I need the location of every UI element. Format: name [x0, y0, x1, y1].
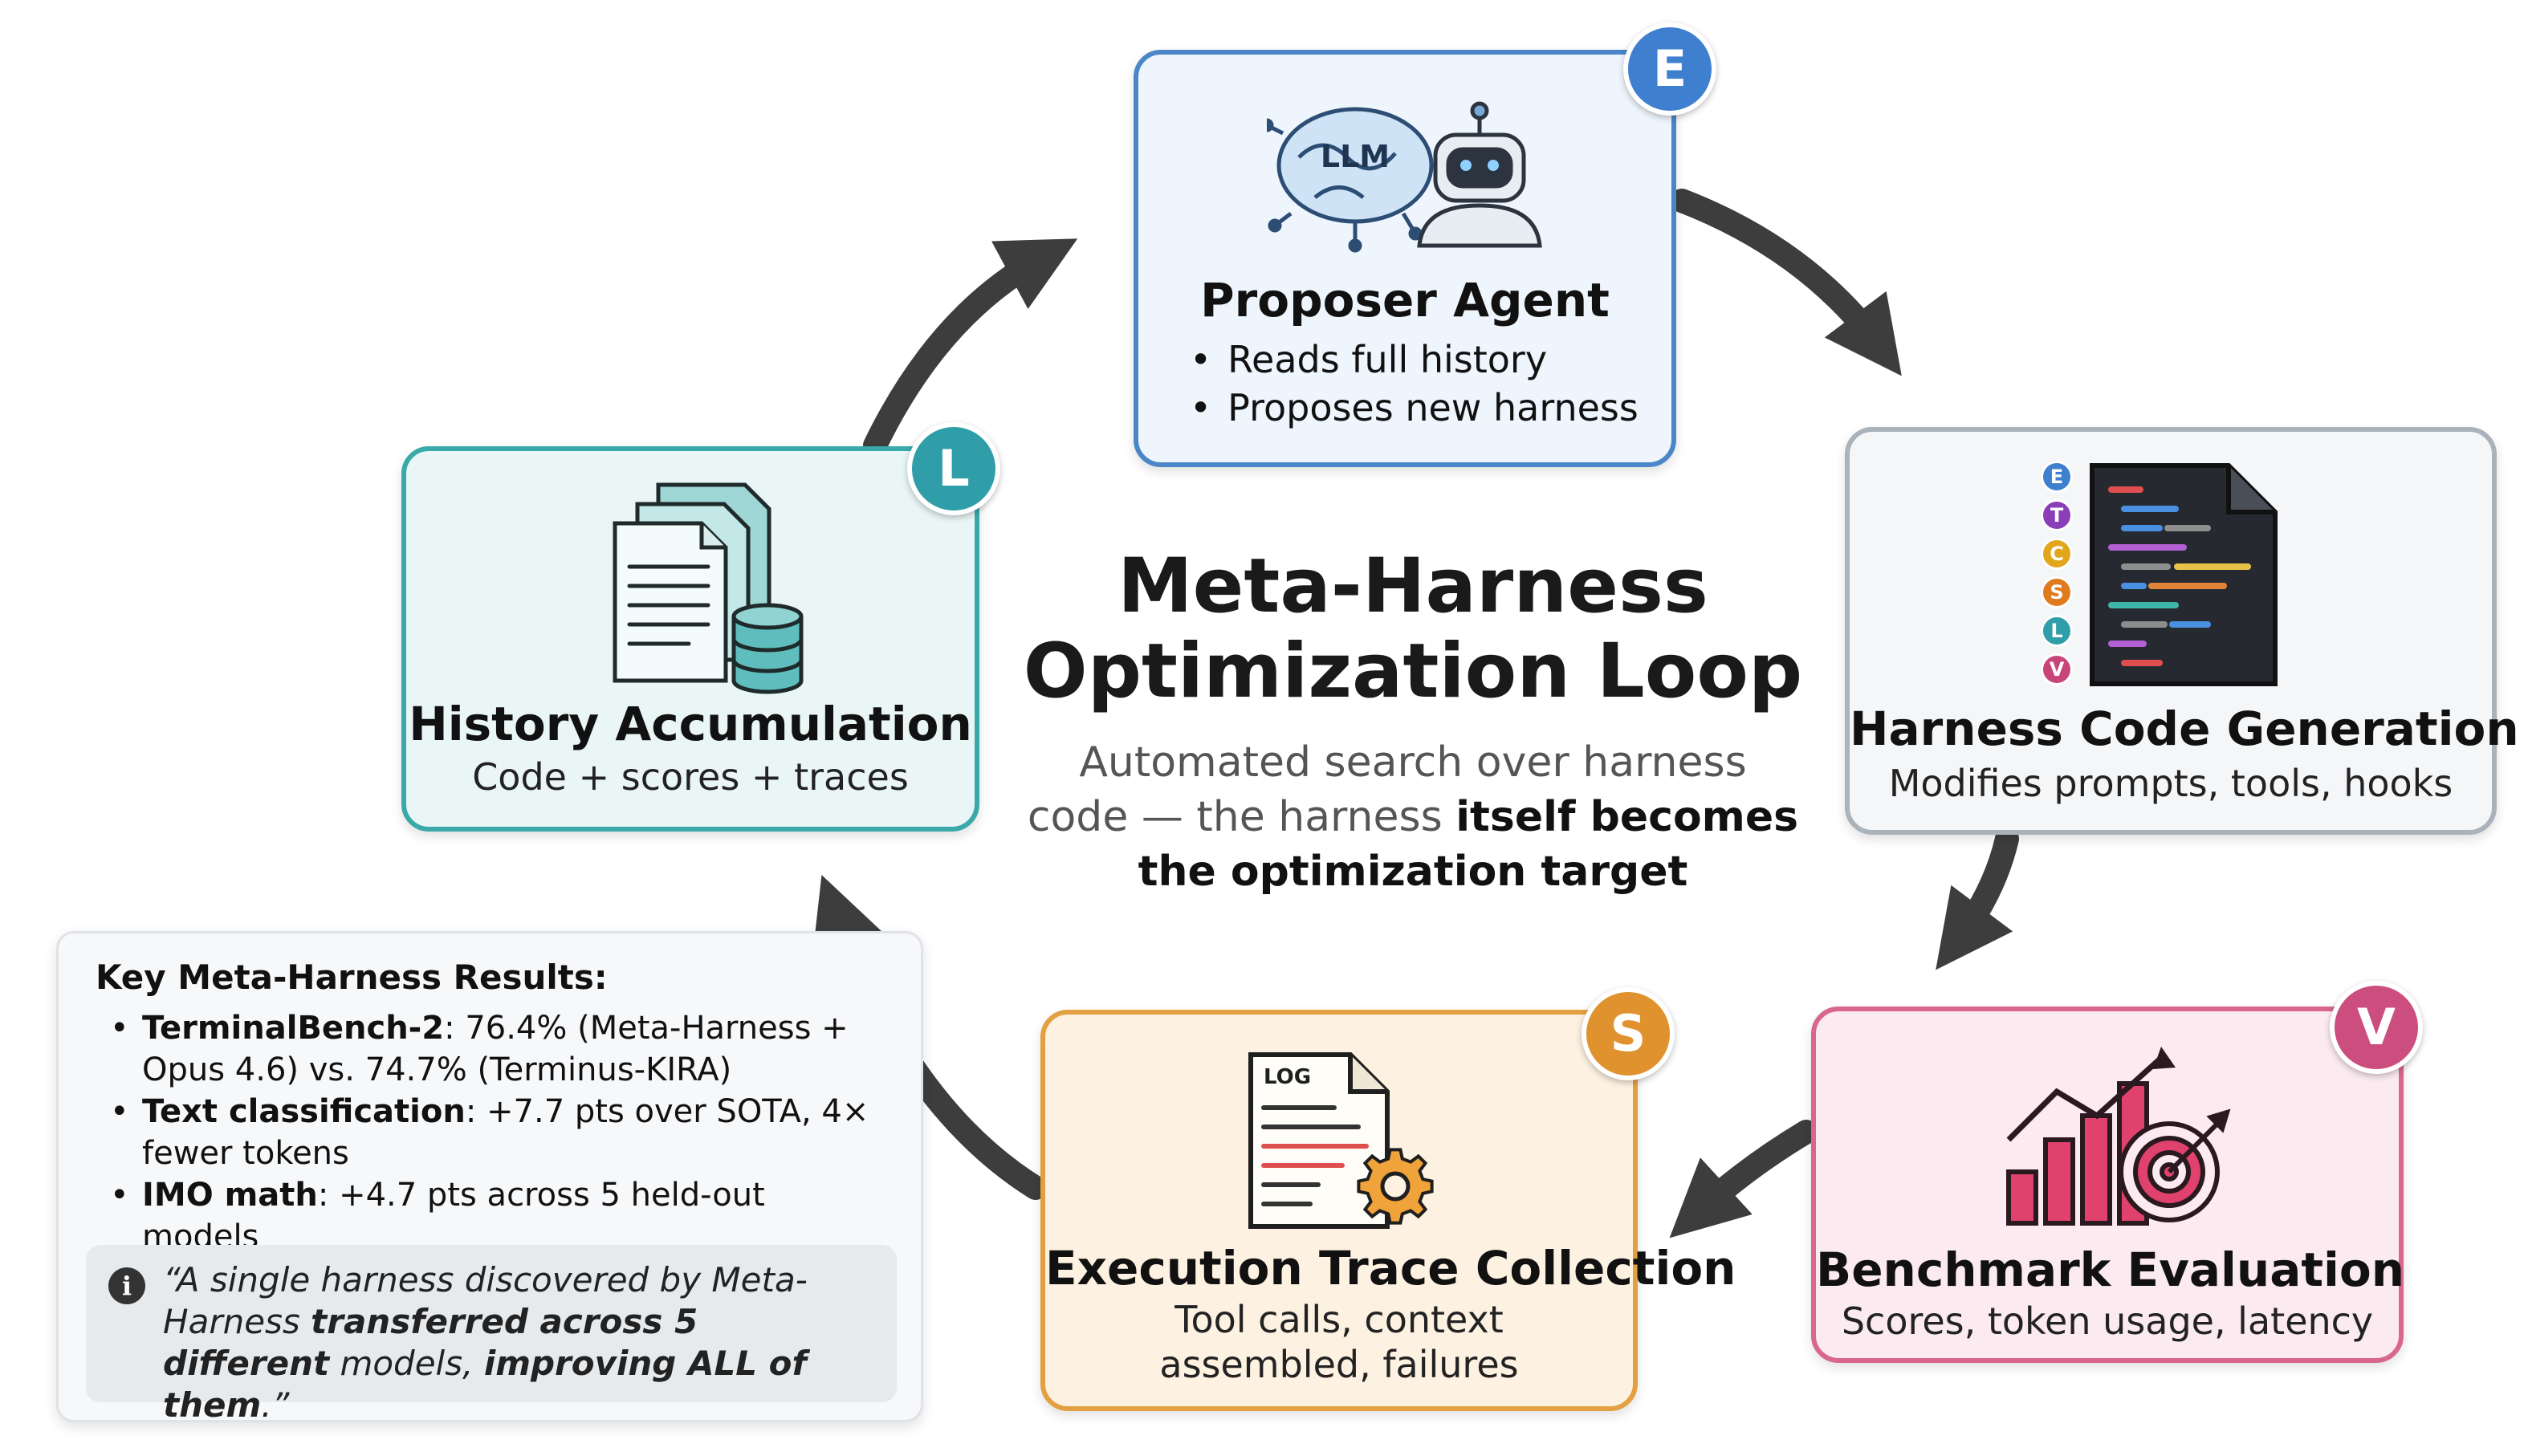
result-item: TerminalBench-2: 76.4% (Meta-Harness + O…: [110, 1007, 881, 1091]
proposer-bullet: Proposes new harness: [1190, 384, 1639, 432]
arrow-history-to-proposer: [863, 238, 1078, 458]
execution-trace-collection-title: Execution Trace Collection: [1045, 1241, 1736, 1295]
history-accumulation-card: History Accumulation Code + scores + tra…: [401, 422, 1000, 832]
execution-trace-collection-subtitle: Tool calls, context assembled, failures: [1159, 1298, 1519, 1386]
benchmark-evaluation-title: Benchmark Evaluation: [1816, 1242, 2405, 1297]
tag-e: E: [2041, 461, 2073, 493]
key-results-title: Key Meta-Harness Results:: [96, 958, 608, 997]
title-line-2: Optimization Loop: [1023, 628, 1803, 715]
key-results-list: TerminalBench-2: 76.4% (Meta-Harness + O…: [110, 1007, 881, 1258]
benchmark-evaluation-subtitle: Scores, token usage, latency: [1841, 1299, 2374, 1343]
component-tags: E T C S L V: [2041, 461, 2078, 685]
llm-brain-robot-icon: LLM: [1267, 101, 1542, 253]
harness-code-generation-card: E T C S L V Harness Code Generation Modi…: [1845, 427, 2519, 835]
llm-label: LLM: [1321, 139, 1390, 174]
benchmark-badge: V: [2330, 981, 2423, 1074]
proposer-agent-bullets: Reads full history Proposes new harness: [1190, 336, 1639, 432]
proposer-badge: E: [1623, 22, 1716, 116]
log-label: LOG: [1264, 1065, 1311, 1089]
diagram-subtitle: Automated search over harness code — the…: [995, 735, 1830, 899]
subtitle-line-2: code — the harness itself becomes: [1027, 793, 1799, 841]
info-icon: i: [108, 1267, 145, 1304]
key-results-panel: Key Meta-Harness Results: TerminalBench-…: [56, 931, 923, 1425]
history-accumulation-title: History Accumulation: [409, 697, 972, 751]
trace-badge: S: [1582, 987, 1675, 1080]
documents-database-icon: [613, 482, 804, 694]
tag-s: S: [2041, 576, 2073, 608]
arrow-benchmark-to-trace: [1669, 1120, 1818, 1238]
tag-l: L: [2041, 615, 2073, 647]
proposer-agent-card: LLM Proposer Agent Reads full history Pr…: [1134, 22, 1716, 467]
proposer-bullet: Reads full history: [1190, 336, 1639, 384]
quote-text: “A single harness discovered by Meta-Har…: [163, 1260, 808, 1425]
tag-t: T: [2041, 499, 2073, 531]
benchmark-evaluation-card: Benchmark Evaluation Scores, token usage…: [1811, 981, 2423, 1363]
arrow-codegen-to-benchmark: [1936, 827, 2019, 970]
result-item: IMO math: +4.7 pts across 5 held-out mod…: [110, 1174, 881, 1258]
code-file-icon: [2090, 463, 2278, 686]
harness-code-generation-subtitle: Modifies prompts, tools, hooks: [1888, 762, 2453, 805]
history-badge: L: [907, 422, 1000, 515]
subtitle-line-3: the optimization target: [1138, 848, 1688, 896]
title-line-1: Meta-Harness: [1117, 543, 1708, 630]
diagram-title: Meta-Harness Optimization Loop: [995, 544, 1830, 714]
subtitle-line-1: Automated search over harness: [1079, 738, 1747, 787]
history-accumulation-subtitle: Code + scores + traces: [472, 755, 909, 799]
arrow-proposer-to-codegen: [1670, 189, 1902, 376]
quote-box: i “A single harness discovered by Meta-H…: [86, 1245, 897, 1425]
log-file-gear-icon: LOG: [1248, 1052, 1434, 1229]
tag-v: V: [2041, 653, 2073, 685]
result-item: Text classification: +7.7 pts over SOTA,…: [110, 1091, 881, 1174]
harness-code-generation-title: Harness Code Generation: [1850, 702, 2519, 756]
proposer-agent-title: Proposer Agent: [1200, 273, 1610, 327]
chart-target-icon: [2006, 1047, 2231, 1226]
tag-c: C: [2041, 538, 2073, 570]
execution-trace-collection-card: LOG Execution Trace Collection Tool call…: [1040, 987, 1736, 1411]
